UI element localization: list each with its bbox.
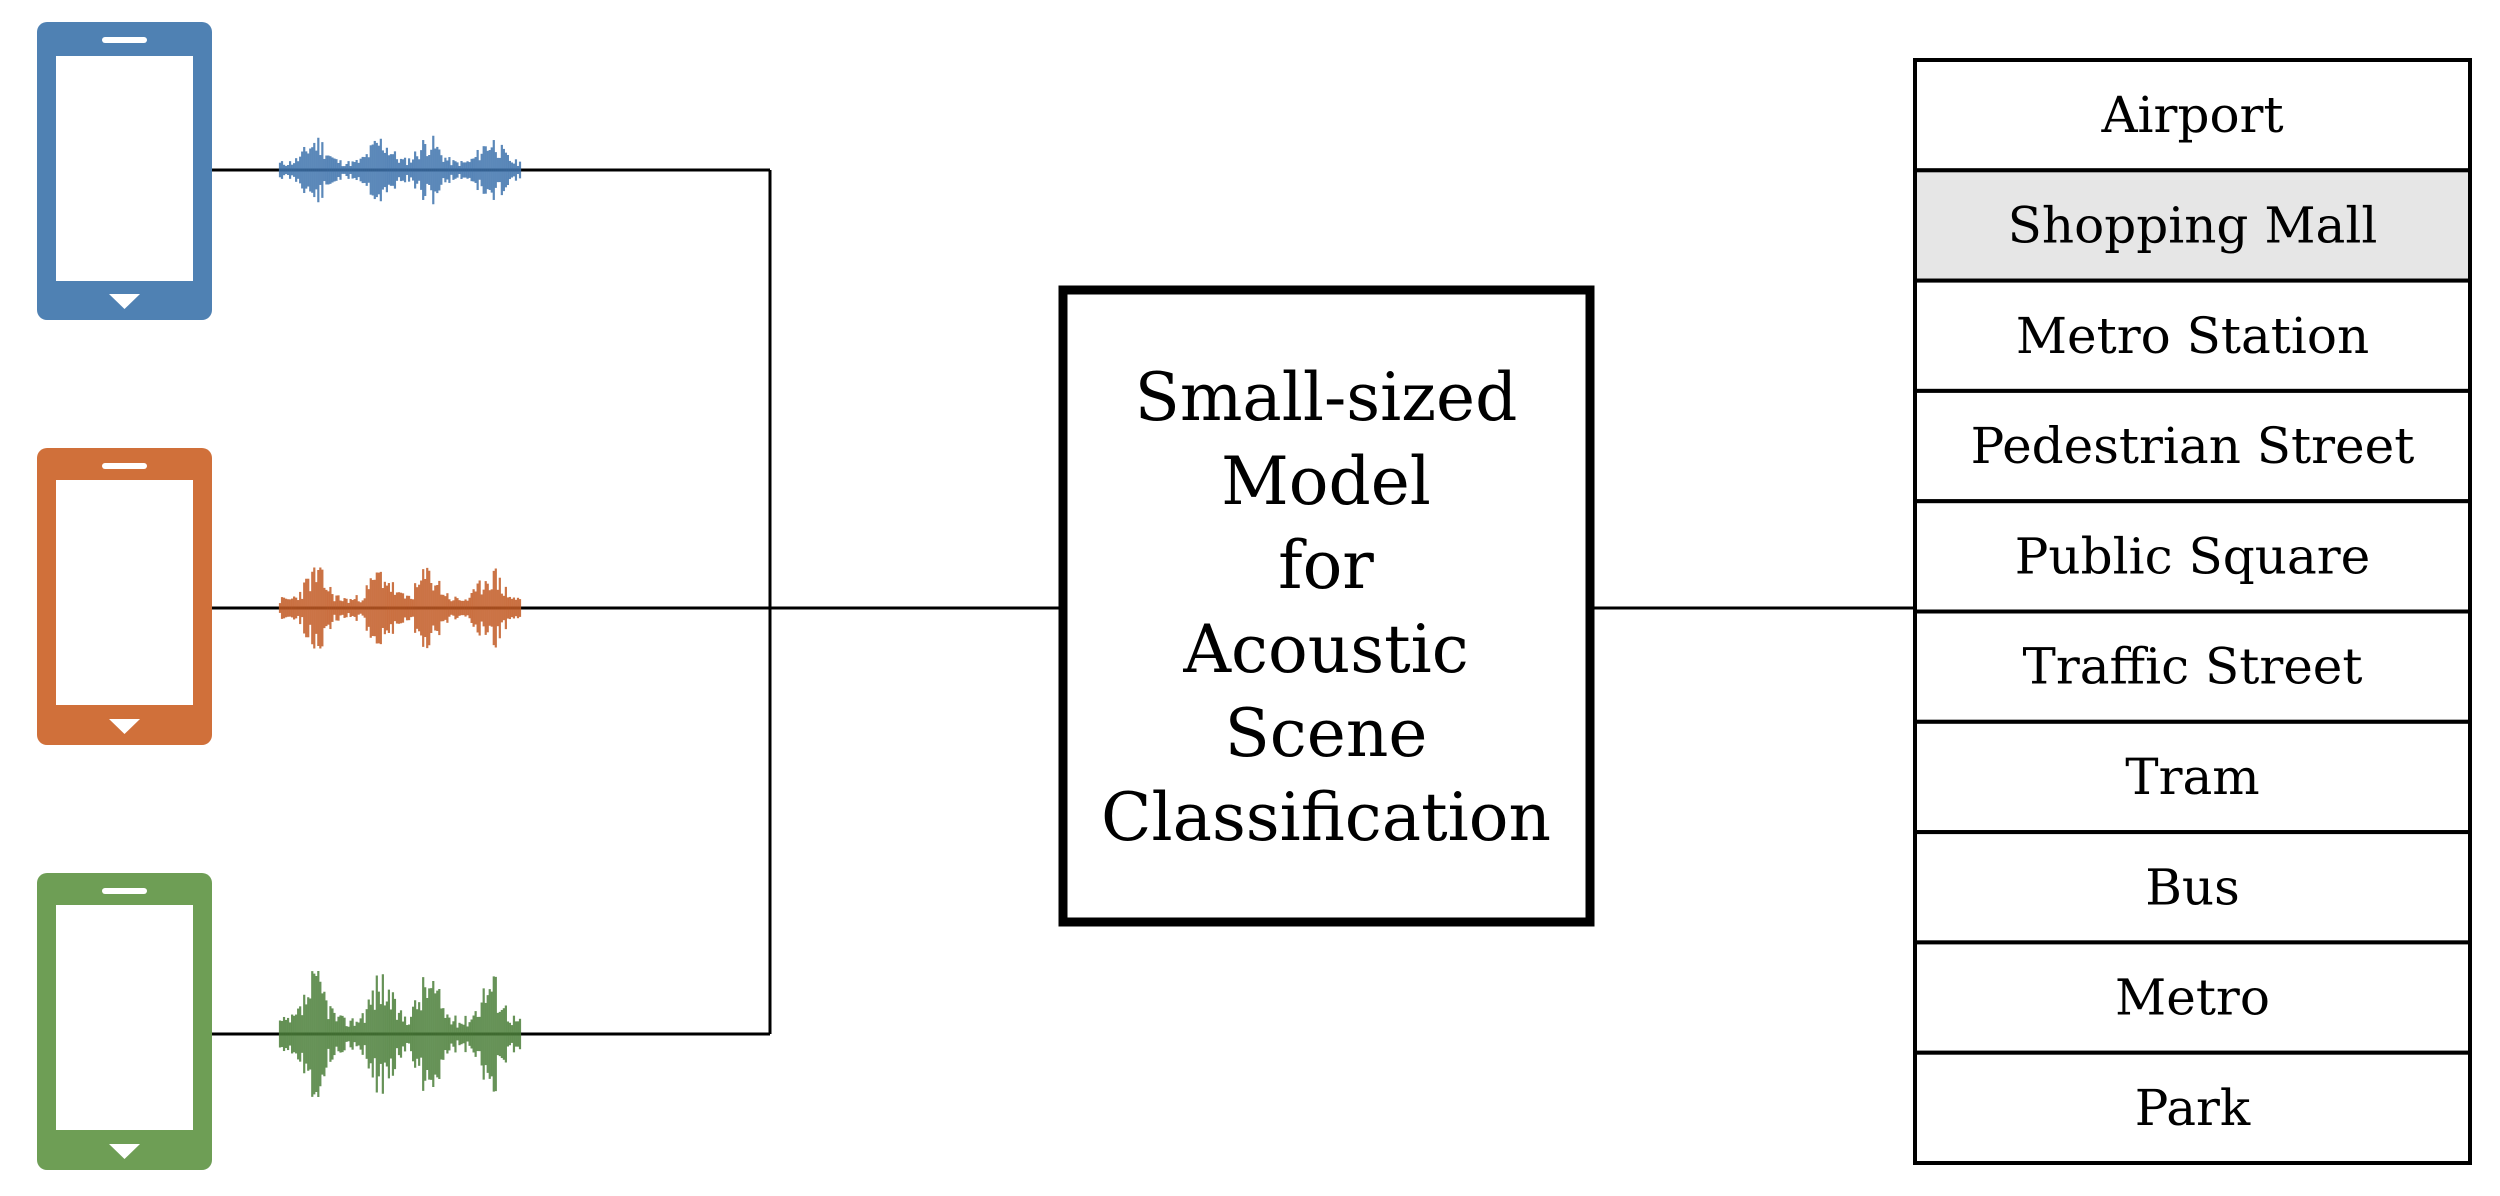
scene-class-label: Park: [2135, 1079, 2251, 1137]
audio-waveform-icon: [278, 135, 522, 205]
scene-class-label: Pedestrian Street: [1971, 417, 2415, 475]
scene-class-row: Tram: [1913, 719, 2472, 835]
scene-class-label: Shopping Mall: [2008, 196, 2378, 254]
model-label-line: Scene: [1225, 695, 1428, 772]
scene-class-label: Airport: [2100, 86, 2283, 144]
scene-class-cell: [1913, 830, 2472, 945]
scene-class-label: Traffic Street: [2023, 638, 2363, 696]
scene-class-cell: [1913, 940, 2472, 1055]
model-label-line: Classification: [1101, 779, 1551, 856]
device-1: [37, 22, 522, 320]
scene-class-row: Public Square: [1913, 499, 2472, 614]
scene-class-row: Pedestrian Street: [1913, 388, 2472, 504]
scene-class-row: Airport: [1913, 58, 2472, 173]
smartphone-icon: [37, 873, 212, 1170]
model-label-line: Small-sized: [1135, 359, 1518, 436]
scene-class-row: Bus: [1913, 830, 2472, 945]
device-2: [37, 448, 522, 745]
model-label-line: for: [1278, 527, 1374, 604]
scene-class-cell: [1913, 278, 2472, 393]
scene-class-cell: [1913, 58, 2472, 173]
scene-class-label: Metro Station: [2016, 307, 2369, 365]
smartphone-icon: [37, 22, 212, 320]
device-group: [37, 22, 522, 1170]
scene-class-row: Shopping Mall: [1913, 168, 2472, 283]
model-box: Small-sized Model for Acoustic Scene Cla…: [1058, 285, 1595, 927]
scene-class-row: Metro: [1913, 940, 2472, 1055]
scene-class-row: Park: [1913, 1050, 2472, 1165]
scene-class-cell: [1913, 719, 2472, 835]
scene-class-label: Metro: [2115, 969, 2270, 1027]
audio-waveform-icon: [278, 970, 522, 1098]
scene-class-label: Tram: [2125, 748, 2259, 806]
scene-class-row: Traffic Street: [1913, 609, 2472, 724]
scene-class-label: Bus: [2145, 858, 2240, 916]
smartphone-icon: [37, 448, 212, 745]
scene-class-label: Public Square: [2015, 527, 2371, 585]
scene-class-cell: [1913, 609, 2472, 724]
scene-class-cell: [1913, 168, 2472, 283]
model-label-line: Acoustic: [1182, 611, 1468, 688]
device-3: [37, 873, 522, 1170]
scene-class-cell: [1913, 1050, 2472, 1165]
audio-waveform-icon: [278, 567, 522, 649]
scene-class-row: Metro Station: [1913, 278, 2472, 393]
model-label-line: Model: [1221, 443, 1431, 520]
